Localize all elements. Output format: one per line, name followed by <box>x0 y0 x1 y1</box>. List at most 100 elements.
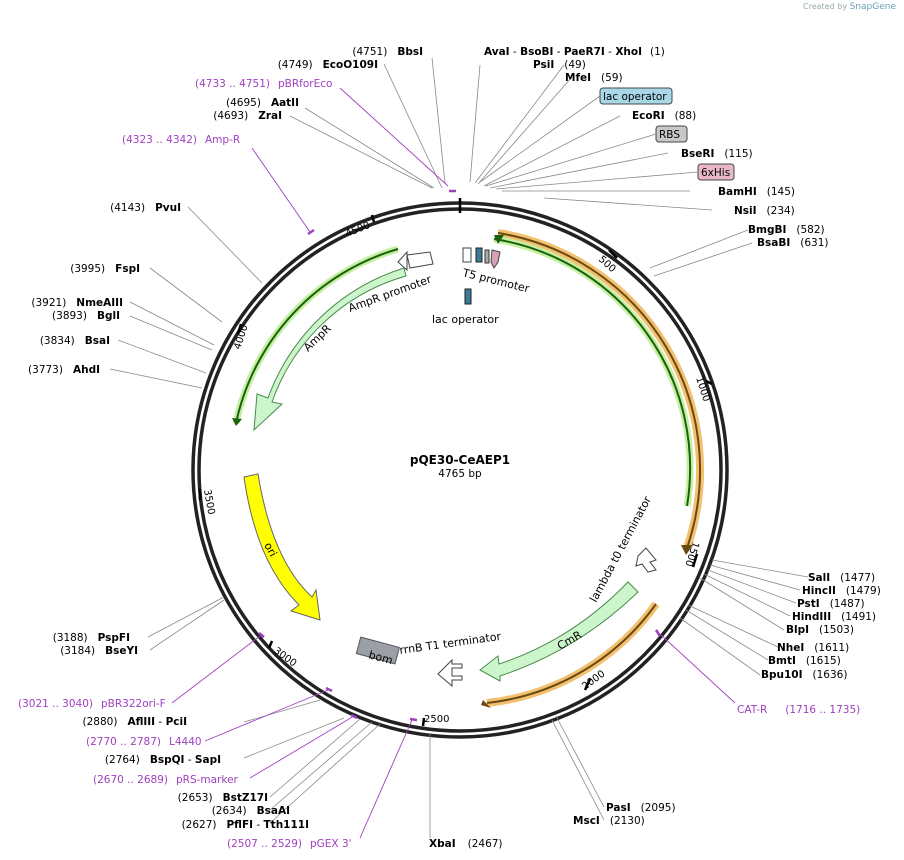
callout-6xhis[interactable]: 6xHis <box>701 167 730 179</box>
svg-text:AvaI - BsoBI - PaeR7I - XhoI(1: AvaI - BsoBI - PaeR7I - XhoI(1) <box>484 46 665 58</box>
backbone <box>191 198 729 739</box>
site-PsiI[interactable]: PsiI <box>533 59 554 71</box>
svg-text:XbaI(2467): XbaI(2467) <box>429 838 503 850</box>
site-SalI[interactable]: SalI <box>808 572 830 584</box>
svg-text:(3921)NmeAIII: (3921)NmeAIII <box>31 297 123 309</box>
site-BsoBI[interactable]: BsoBI <box>520 46 553 58</box>
site-FspI[interactable]: FspI <box>115 263 140 275</box>
site-AflIII[interactable]: AflIII <box>127 716 155 728</box>
svg-text:EcoRI(88): EcoRI(88) <box>632 110 696 122</box>
svg-text:(3184)BseYI: (3184)BseYI <box>60 645 138 657</box>
plasmid-name: pQE30-CeAEP1 <box>410 453 510 467</box>
orf-arc-lower <box>486 601 660 707</box>
svg-text:BlpI(1503): BlpI(1503) <box>786 624 854 636</box>
bom-feature[interactable] <box>355 636 401 665</box>
site-HincII[interactable]: HincII <box>802 585 836 597</box>
svg-text:(2653)BstZ17I: (2653)BstZ17I <box>178 792 268 804</box>
site-ZraI[interactable]: ZraI <box>258 110 282 122</box>
svg-text:BseRI(115): BseRI(115) <box>681 148 753 160</box>
site-PasI[interactable]: PasI <box>606 802 631 814</box>
site-BsaBI[interactable]: BsaBI <box>757 237 790 249</box>
primer-pRS-marker[interactable]: (2670 .. 2689)pRS-marker <box>93 774 239 786</box>
rbs-box[interactable] <box>484 249 490 264</box>
site-XbaI[interactable]: XbaI <box>429 838 456 850</box>
svg-text:PsiI(49): PsiI(49) <box>533 59 586 71</box>
site-BsaI[interactable]: BsaI <box>85 335 110 347</box>
his-tag-box[interactable] <box>490 249 501 269</box>
plasmid-size: 4765 bp <box>438 468 482 480</box>
svg-text:(3773)AhdI: (3773)AhdI <box>28 364 100 376</box>
site-HindIII[interactable]: HindIII <box>792 611 831 623</box>
site-BmgBI[interactable]: BmgBI <box>748 224 786 236</box>
svg-text:HincII(1479): HincII(1479) <box>802 585 881 597</box>
label-lambda-terminator: lambda t0 terminator <box>587 494 654 605</box>
site-EcoO109I[interactable]: EcoO109I <box>323 59 378 71</box>
site-BstZ17I[interactable]: BstZ17I <box>223 792 268 804</box>
site-BmtI[interactable]: BmtI <box>768 655 796 667</box>
site-BbsI[interactable]: BbsI <box>397 46 423 58</box>
site-BlpI[interactable]: BlpI <box>786 624 809 636</box>
site-PspFI[interactable]: PspFI <box>98 632 130 644</box>
site-PstI[interactable]: PstI <box>797 598 820 610</box>
t5-promoter-arrow[interactable] <box>462 247 472 263</box>
site-MfeI[interactable]: MfeI <box>565 72 591 84</box>
rrnb-terminator-arrow[interactable] <box>437 658 463 688</box>
site-AhdI[interactable]: AhdI <box>73 364 100 376</box>
tick-4500: 4500 <box>344 220 372 240</box>
primer-pBR322ori-F[interactable]: (3021 .. 3040)pBR322ori-F <box>18 698 166 710</box>
svg-text:(2627)PflFI - Tth111I: (2627)PflFI - Tth111I <box>182 819 309 831</box>
site-BsaAI[interactable]: BsaAI <box>257 805 290 817</box>
credit-prefix: Created by <box>803 2 848 11</box>
primer-CAT-R[interactable]: CAT-R(1716 .. 1735) <box>737 704 860 716</box>
primer-pBRforEco[interactable]: (4733 .. 4751)pBRforEco <box>195 78 332 90</box>
lac-operator-box-1[interactable] <box>475 247 483 263</box>
site-NheI[interactable]: NheI <box>777 642 804 654</box>
label-ori: ori <box>261 540 279 559</box>
svg-text:BsaBI(631): BsaBI(631) <box>757 237 828 249</box>
svg-text:BmgBI(582): BmgBI(582) <box>748 224 825 236</box>
svg-text:(4143)PvuI: (4143)PvuI <box>110 202 181 214</box>
site-PciI[interactable]: PciI <box>166 716 187 728</box>
primer-Amp-R[interactable]: (4323 .. 4342)Amp-R <box>122 134 240 146</box>
site-XhoI[interactable]: XhoI <box>615 46 642 58</box>
ampr-promoter-arrow[interactable] <box>406 251 434 269</box>
site-BamHI[interactable]: BamHI <box>718 186 757 198</box>
sites-left: (4751)BbsI (4749)EcoO109I (4695)AatII (4… <box>28 46 423 831</box>
site-NsiI[interactable]: NsiI <box>734 205 757 217</box>
svg-text:NsiI(234): NsiI(234) <box>734 205 795 217</box>
svg-text:(4749)EcoO109I: (4749)EcoO109I <box>278 59 378 71</box>
lambda-terminator-arrow[interactable] <box>635 547 657 573</box>
callout-rbs[interactable]: RBS <box>659 129 680 141</box>
site-BseYI[interactable]: BseYI <box>105 645 138 657</box>
site-BglI[interactable]: BglI <box>97 310 120 322</box>
ori-feature[interactable] <box>243 473 321 621</box>
site-BspQI[interactable]: BspQI <box>150 754 185 766</box>
svg-text:BamHI(145): BamHI(145) <box>718 186 795 198</box>
site-PaeR7I[interactable]: PaeR7I <box>564 46 605 58</box>
site-PflFI[interactable]: PflFI <box>226 819 253 831</box>
svg-text:(3995)FspI: (3995)FspI <box>70 263 140 275</box>
label-rrnb-terminator: rrnB T1 terminator <box>399 630 503 657</box>
site-SapI[interactable]: SapI <box>195 754 221 766</box>
cmr-gene[interactable] <box>479 581 639 682</box>
site-Tth111I[interactable]: Tth111I <box>264 819 309 831</box>
ampr-gene[interactable] <box>253 267 407 432</box>
site-BseRI[interactable]: BseRI <box>681 148 714 160</box>
site-EcoRI[interactable]: EcoRI <box>632 110 665 122</box>
tick-3500: 3500 <box>201 489 216 516</box>
sites-right: AvaI - BsoBI - PaeR7I - XhoI(1) PsiI(49)… <box>429 46 881 850</box>
site-NmeAIII[interactable]: NmeAIII <box>76 297 123 309</box>
site-AvaI[interactable]: AvaI <box>484 46 510 58</box>
primer-pGEX3[interactable]: (2507 .. 2529)pGEX 3' <box>227 838 352 850</box>
svg-text:NheI(1611): NheI(1611) <box>777 642 849 654</box>
tick-1000: 1000 <box>693 376 711 404</box>
svg-text:MfeI(59): MfeI(59) <box>565 72 623 84</box>
site-MscI[interactable]: MscI <box>573 815 600 827</box>
site-PvuI[interactable]: PvuI <box>155 202 181 214</box>
site-Bpu10I[interactable]: Bpu10I <box>761 669 803 681</box>
callout-lac-operator[interactable]: lac operator <box>603 91 667 103</box>
site-AatII[interactable]: AatII <box>271 97 299 109</box>
lac-operator-box-2[interactable] <box>464 288 472 305</box>
primer-L4440[interactable]: (2770 .. 2787)L4440 <box>86 736 202 748</box>
svg-text:Bpu10I(1636): Bpu10I(1636) <box>761 669 847 681</box>
